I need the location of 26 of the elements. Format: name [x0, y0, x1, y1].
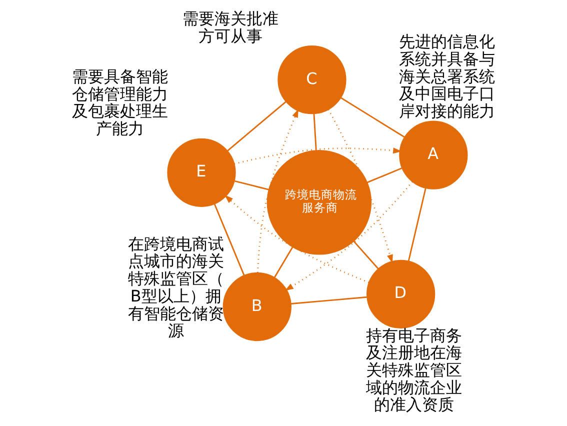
connector: [214, 204, 245, 276]
connector: [234, 180, 269, 190]
arrow: [234, 148, 402, 165]
node-label: 先进的信息化系统并具备与海关总署系统及中国电子口岸对接的能力: [398, 32, 495, 120]
node-label: 需要海关批准方可从事: [182, 8, 279, 46]
node-label: 需要具备智能仓储管理能力及包裹处理生产能力: [72, 67, 168, 138]
node-circle: 跨境电商物流服务商: [266, 150, 372, 255]
connector: [353, 240, 379, 270]
arrow: [284, 181, 413, 291]
node-label: 持有电子商务及注册地在海关特殊监管区域的物流企业的准入资质: [366, 326, 462, 414]
connector: [290, 296, 367, 304]
connector: [340, 97, 405, 138]
connector: [367, 167, 402, 184]
connector: [227, 101, 286, 152]
connector: [274, 246, 294, 278]
connector: [313, 114, 317, 150]
node-circle: E: [167, 138, 236, 207]
arrow: [224, 194, 370, 284]
node-circle: A: [399, 120, 468, 190]
connector: [408, 188, 426, 262]
node-circle: D: [366, 260, 436, 328]
arrow: [256, 108, 298, 273]
node-circle: C: [278, 46, 346, 114]
node-circle: B: [222, 272, 292, 342]
node-label: 在跨境电商试点城市的海关特殊监管区（B型以上）拥有智能仓储资源: [128, 234, 224, 340]
arrow: [328, 109, 393, 264]
